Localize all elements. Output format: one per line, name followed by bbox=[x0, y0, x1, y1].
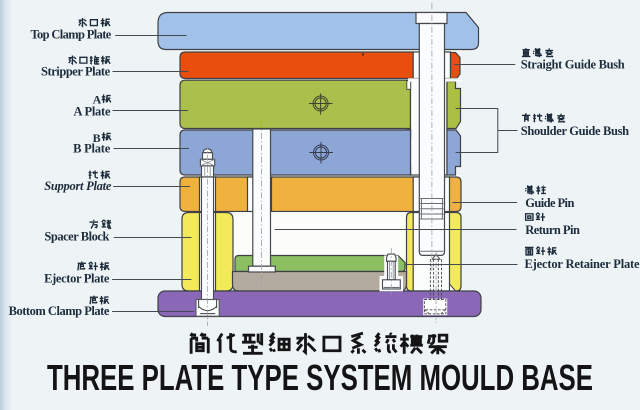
svg-text:Support Plate: Support Plate bbox=[44, 179, 112, 193]
svg-text:Guide Pin: Guide Pin bbox=[525, 196, 574, 210]
svg-text:B: B bbox=[93, 131, 101, 145]
svg-text:Stripper Plate: Stripper Plate bbox=[41, 65, 111, 79]
svg-text:Spacer Block: Spacer Block bbox=[44, 229, 109, 243]
svg-text:A: A bbox=[93, 93, 102, 107]
svg-text:THREE PLATE TYPE SYSTEM MOULD: THREE PLATE TYPE SYSTEM MOULD BASE bbox=[47, 357, 593, 398]
svg-text:Bottom Clamp Plate: Bottom Clamp Plate bbox=[9, 304, 110, 318]
svg-text:Shoulder Guide Bush: Shoulder Guide Bush bbox=[521, 124, 629, 138]
svg-text:Straight Guide Bush: Straight Guide Bush bbox=[521, 58, 625, 72]
svg-text:B Plate: B Plate bbox=[73, 142, 111, 156]
svg-text:Ejector Plate: Ejector Plate bbox=[44, 272, 110, 286]
svg-text:A Plate: A Plate bbox=[74, 104, 111, 118]
svg-text:Ejector Retainer Plate: Ejector Retainer Plate bbox=[525, 257, 640, 271]
svg-text:Top Clamp Plate: Top Clamp Plate bbox=[31, 27, 112, 41]
svg-text:Return Pin: Return Pin bbox=[525, 223, 580, 237]
